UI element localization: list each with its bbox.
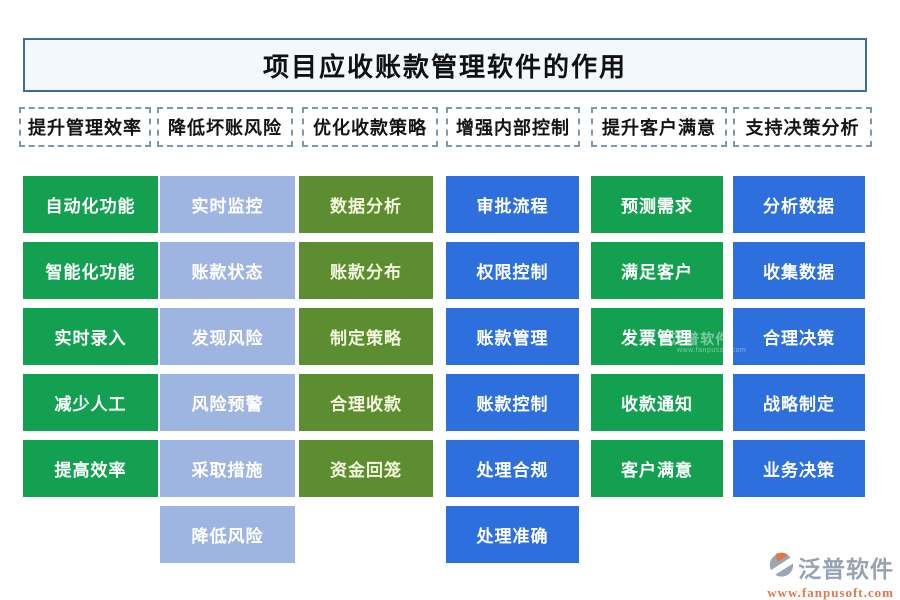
item-box: 预测需求	[591, 176, 723, 233]
brand-url: www.fanpusoft.com	[767, 585, 894, 600]
column-header: 提升客户满意	[591, 107, 727, 147]
item-box: 智能化功能	[23, 242, 158, 299]
column: 实时监控账款状态发现风险风险预警采取措施降低风险	[160, 176, 295, 563]
item-box: 业务决策	[733, 440, 865, 497]
item-box: 战略制定	[733, 374, 865, 431]
title-box: 项目应收账款管理软件的作用	[23, 38, 867, 92]
item-box: 发票管理	[591, 308, 723, 365]
item-box: 审批流程	[446, 176, 579, 233]
item-box: 降低风险	[160, 506, 295, 563]
item-box: 处理合规	[446, 440, 579, 497]
item-box: 发现风险	[160, 308, 295, 365]
item-box: 数据分析	[299, 176, 433, 233]
item-box: 账款控制	[446, 374, 579, 431]
item-box: 收集数据	[733, 242, 865, 299]
item-box: 风险预警	[160, 374, 295, 431]
item-box: 资金回笼	[299, 440, 433, 497]
column-header: 支持决策分析	[733, 107, 872, 147]
item-box: 提高效率	[23, 440, 158, 497]
column: 数据分析账款分布制定策略合理收款资金回笼	[299, 176, 433, 497]
column-header: 优化收款策略	[302, 107, 438, 147]
item-box: 客户满意	[591, 440, 723, 497]
fanpu-logo-icon	[769, 551, 794, 584]
item-box: 减少人工	[23, 374, 158, 431]
item-box: 合理收款	[299, 374, 433, 431]
column: 预测需求满足客户发票管理收款通知客户满意	[591, 176, 723, 497]
item-box: 分析数据	[733, 176, 865, 233]
item-box: 实时监控	[160, 176, 295, 233]
column-header: 降低坏账风险	[157, 107, 293, 147]
column-header: 提升管理效率	[19, 107, 151, 147]
brand-logo: 泛普软件 www.fanpusoft.com	[762, 550, 894, 600]
item-box: 自动化功能	[23, 176, 158, 233]
item-box: 账款状态	[160, 242, 295, 299]
item-box: 采取措施	[160, 440, 295, 497]
item-box: 满足客户	[591, 242, 723, 299]
brand-name: 泛普软件	[798, 556, 894, 582]
item-box: 账款管理	[446, 308, 579, 365]
item-box: 实时录入	[23, 308, 158, 365]
column-header: 增强内部控制	[446, 107, 580, 147]
item-box: 权限控制	[446, 242, 579, 299]
item-box: 处理准确	[446, 506, 579, 563]
item-box: 账款分布	[299, 242, 433, 299]
item-box: 收款通知	[591, 374, 723, 431]
column: 审批流程权限控制账款管理账款控制处理合规处理准确	[446, 176, 579, 563]
page-title: 项目应收账款管理软件的作用	[262, 51, 627, 82]
item-box: 合理决策	[733, 308, 865, 365]
column: 自动化功能智能化功能实时录入减少人工提高效率	[23, 176, 158, 497]
column: 分析数据收集数据合理决策战略制定业务决策	[733, 176, 865, 497]
item-box: 制定策略	[299, 308, 433, 365]
